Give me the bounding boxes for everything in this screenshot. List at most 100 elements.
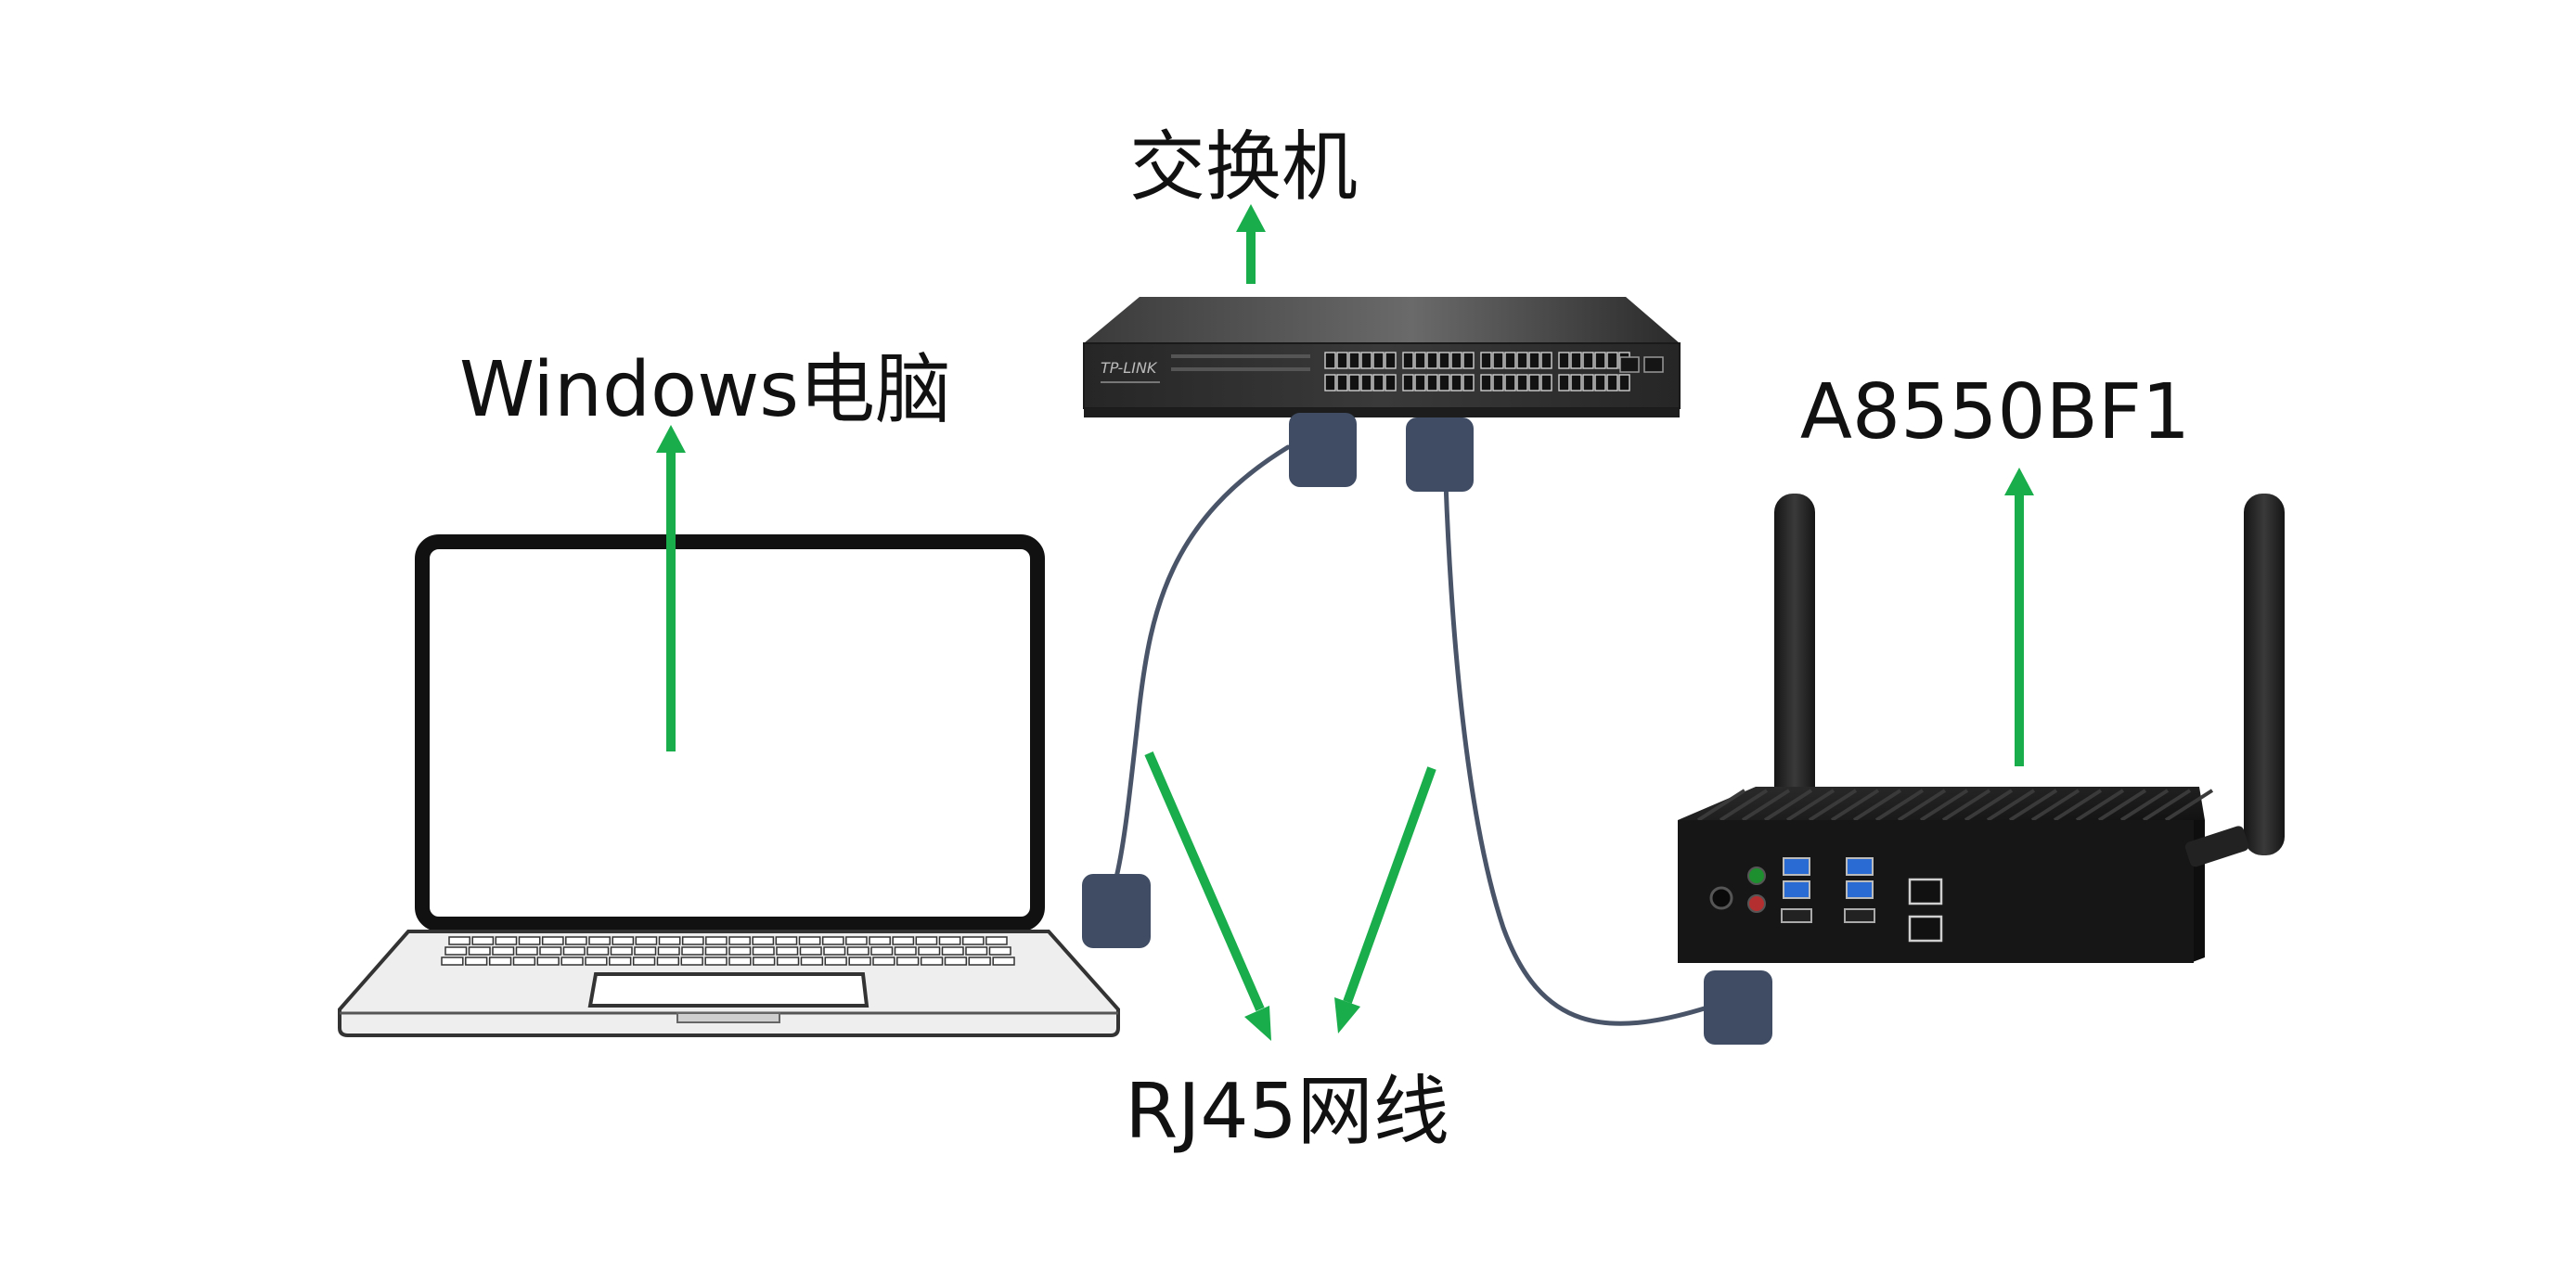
keyboard-key [938,936,961,945]
keyboard-key [824,956,847,966]
laptop-keyboard [441,936,1015,966]
cable-laptop-switch [1113,444,1291,884]
keyboard-key [465,956,488,966]
switch-port [1450,352,1462,369]
switch-port [1426,374,1438,392]
keyboard-key [562,946,586,956]
switch-port [1348,352,1360,369]
antenna-left [1774,494,1815,814]
switch-port [1540,352,1552,369]
switch-port [1385,374,1397,392]
arrow-icon [2004,468,2034,766]
keyboard-key [915,936,938,945]
switch-port [1336,352,1348,369]
switch-port [1504,352,1516,369]
keyboard-key [468,946,491,956]
switch-port [1372,374,1385,392]
keyboard-key [586,946,610,956]
keyboard-key [680,956,703,966]
switch-port [1324,374,1336,392]
keyboard-key [495,936,518,945]
keyboard-key [635,936,658,945]
keyboard-key [892,936,915,945]
switch-ports [1324,352,1630,392]
keyboard-key [823,946,846,956]
cable-label: RJ45网线 [1125,1068,1449,1156]
switch-port [1372,352,1385,369]
keyboard-key [869,936,891,945]
rj45-connector-switch-2 [1406,417,1474,492]
switch-port [1480,374,1492,392]
switch-port [1570,352,1582,369]
keyboard-key [656,956,680,966]
keyboard-key [518,936,541,945]
keyboard-key [512,956,536,966]
keyboard-key [799,946,822,956]
rj45-connector-device [1704,970,1772,1045]
keyboard-key [541,936,564,945]
switch-port [1438,374,1450,392]
keyboard-key [872,956,895,966]
switch-port [1570,374,1582,392]
antenna-right [2244,494,2285,855]
keyboard-key [798,936,821,945]
switch-port [1462,352,1475,369]
switch-port [1504,374,1516,392]
cable-switch-device [1443,480,1710,1026]
keyboard-key [941,946,964,956]
keyboard-key [681,946,704,956]
network-switch-icon: TP-LINK [1083,297,1681,417]
keyboard-key [775,936,798,945]
laptop-icon [338,534,1120,1037]
keyboard-key [870,946,894,956]
switch-port [1480,352,1492,369]
keyboard-key [612,936,635,945]
keyboard-key [753,956,776,966]
laptop-touchpad [587,972,869,1008]
switch-port [1540,374,1552,392]
keyboard-key [848,956,871,966]
switch-port [1385,352,1397,369]
keyboard-key [444,946,468,956]
keyboard-key [634,946,657,956]
switch-port [1528,352,1540,369]
keyboard-key [821,936,844,945]
switch-port [1402,374,1414,392]
switch-port [1336,374,1348,392]
switch-port [1450,374,1462,392]
keyboard-key [609,956,632,966]
switch-port [1492,352,1504,369]
switch-port [1414,352,1426,369]
keyboard-key [704,946,728,956]
switch-port [1516,352,1528,369]
keyboard-key [846,946,869,956]
switch-port [1360,352,1372,369]
switch-port [1582,374,1594,392]
keyboard-key [448,936,470,945]
keyboard-key [961,936,985,945]
switch-port [1618,374,1630,392]
switch-port [1462,374,1475,392]
keyboard-key [610,946,633,956]
keyboard-key [896,956,920,966]
switch-port [1360,374,1372,392]
keyboard-key [585,956,608,966]
keyboard-key [536,956,560,966]
rj45-connector-switch-1 [1289,413,1357,487]
keyboard-key [776,946,799,956]
keyboard-key [658,936,681,945]
keyboard-key [988,946,1011,956]
switch-port [1426,352,1438,369]
rj45-connector-laptop [1082,874,1151,948]
keyboard-key [681,936,704,945]
windows-pc-label: Windows电脑 [459,346,951,434]
switch-port [1606,352,1618,369]
keyboard-key [918,946,941,956]
keyboard-key [944,956,968,966]
keyboard-key [965,946,988,956]
switch-port [1528,374,1540,392]
pointer-arrows [656,204,2034,1041]
keyboard-key [539,946,562,956]
keyboard-key [704,956,728,966]
